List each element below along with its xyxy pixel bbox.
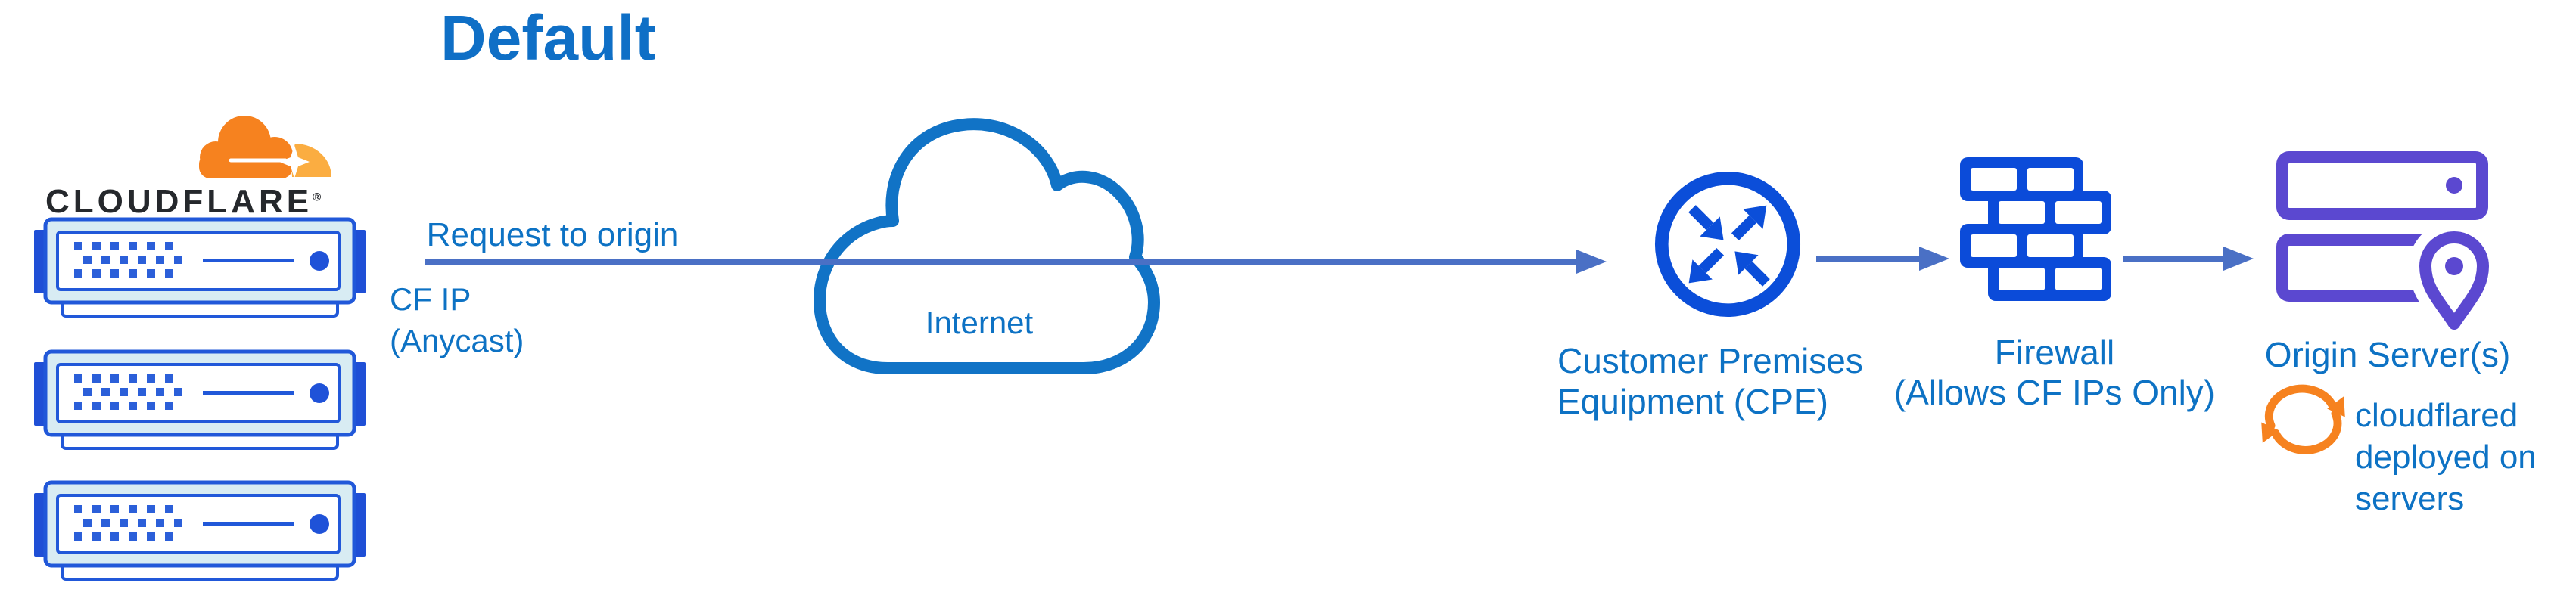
firewall-line2: (Allows CF IPs Only) <box>1893 373 2216 412</box>
arrow-inward-bottom-right <box>1734 251 1770 287</box>
firewall-label: Firewall (Allows CF IPs Only) <box>1884 333 2225 413</box>
cloudflared-line2: deployed on <box>2355 439 2537 476</box>
firewall-icon <box>1960 157 2111 301</box>
cloudflared-line1: cloudflared <box>2355 397 2518 434</box>
cpe-line2: Equipment (CPE) <box>1557 382 1828 421</box>
origin-servers-label: Origin Server(s) <box>2264 335 2511 374</box>
cpe-line1: Customer Premises <box>1557 341 1863 380</box>
cf-ip-line2: (Anycast) <box>390 323 524 358</box>
cloudflare-wordmark: CLOUDFLARE® <box>45 183 321 221</box>
internet-label: Internet <box>925 305 1034 340</box>
firewall-line1: Firewall <box>1994 333 2115 372</box>
origin-servers-icon <box>2266 144 2509 344</box>
cloudflare-cloud-shape <box>199 116 331 178</box>
location-pin-icon <box>2419 231 2489 330</box>
origin-server-1 <box>2276 151 2488 220</box>
cf-ip-line1: CF IP <box>390 281 471 317</box>
request-to-origin-label: Request to origin <box>426 216 679 253</box>
cloudflared-label: cloudflared deployed on servers <box>2355 395 2537 519</box>
internet-cloud-icon <box>814 110 1162 374</box>
page-title: Default <box>440 2 656 73</box>
arrow-outward-top-right <box>1731 205 1767 241</box>
cf-ip-anycast-label: CF IP (Anycast) <box>390 278 524 361</box>
cloudflare-wordmark-text: CLOUDFLARE <box>45 183 313 220</box>
cpe-label: Customer Premises Equipment (CPE) <box>1557 340 1863 422</box>
cloudflared-sync-icon <box>2259 382 2350 454</box>
arrow-inward-top-left <box>1688 205 1724 240</box>
cloudflare-logo-icon <box>191 112 339 181</box>
arrow-outward-bottom-left <box>1688 247 1725 284</box>
registered-trademark-symbol: ® <box>313 191 322 204</box>
cloudflared-line3: servers <box>2355 480 2465 517</box>
cpe-router-icon <box>1654 170 1802 318</box>
